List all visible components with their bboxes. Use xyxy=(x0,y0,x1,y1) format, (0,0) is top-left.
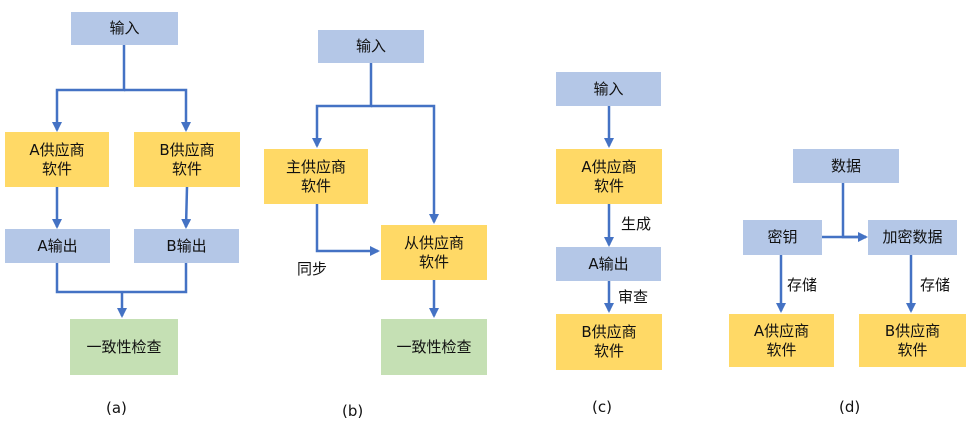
d-encrypted-data-box: 加密数据 xyxy=(868,220,957,255)
a-vendor-b-box: B供应商 软件 xyxy=(134,132,240,187)
b-sync-label: 同步 xyxy=(297,260,328,278)
d-data-box: 数据 xyxy=(793,149,899,183)
d-store-label-right: 存储 xyxy=(920,276,951,294)
c-vendor-b-box: B供应商 软件 xyxy=(556,314,662,370)
a-input-box: 输入 xyxy=(71,12,178,45)
arrow-a-input-to-vendor-b xyxy=(124,88,191,132)
d-key-box: 密钥 xyxy=(743,220,822,255)
b-sub-vendor-box: 从供应商 软件 xyxy=(381,225,487,280)
d-vendor-b-box: B供应商 软件 xyxy=(859,314,966,367)
c-review-label: 审查 xyxy=(618,288,649,306)
arrow-b-input-to-main xyxy=(312,63,373,148)
arrow-b-input-to-sub xyxy=(371,104,439,224)
a-output-b-box: B输出 xyxy=(134,229,239,263)
caption-a: (a) xyxy=(106,399,127,417)
b-main-vendor-box: 主供应商 软件 xyxy=(264,149,368,204)
arrow-b-sync xyxy=(315,204,380,256)
c-vendor-a-box: A供应商 软件 xyxy=(556,149,662,204)
arrow-a-vendor-b-to-output xyxy=(181,186,192,229)
c-input-box: 输入 xyxy=(556,72,661,106)
d-store-label-left: 存储 xyxy=(787,276,818,294)
arrow-a-outputs-to-check xyxy=(55,263,188,294)
caption-b: (b) xyxy=(342,402,364,420)
b-consistency-check-box: 一致性检查 xyxy=(381,319,487,375)
c-generate-label: 生成 xyxy=(621,215,652,233)
a-vendor-a-box: A供应商 软件 xyxy=(5,132,109,187)
c-output-a-box: A输出 xyxy=(556,247,661,281)
d-vendor-a-box: A供应商 软件 xyxy=(729,314,834,367)
caption-c: (c) xyxy=(592,398,612,416)
a-output-a-box: A输出 xyxy=(5,229,110,263)
caption-d: (d) xyxy=(839,398,861,416)
b-input-box: 输入 xyxy=(318,30,424,63)
a-consistency-check-box: 一致性检查 xyxy=(70,319,178,375)
arrow-d-data-to-encrypted xyxy=(841,183,868,242)
arrow-a-input-to-vendor-a xyxy=(52,45,126,132)
